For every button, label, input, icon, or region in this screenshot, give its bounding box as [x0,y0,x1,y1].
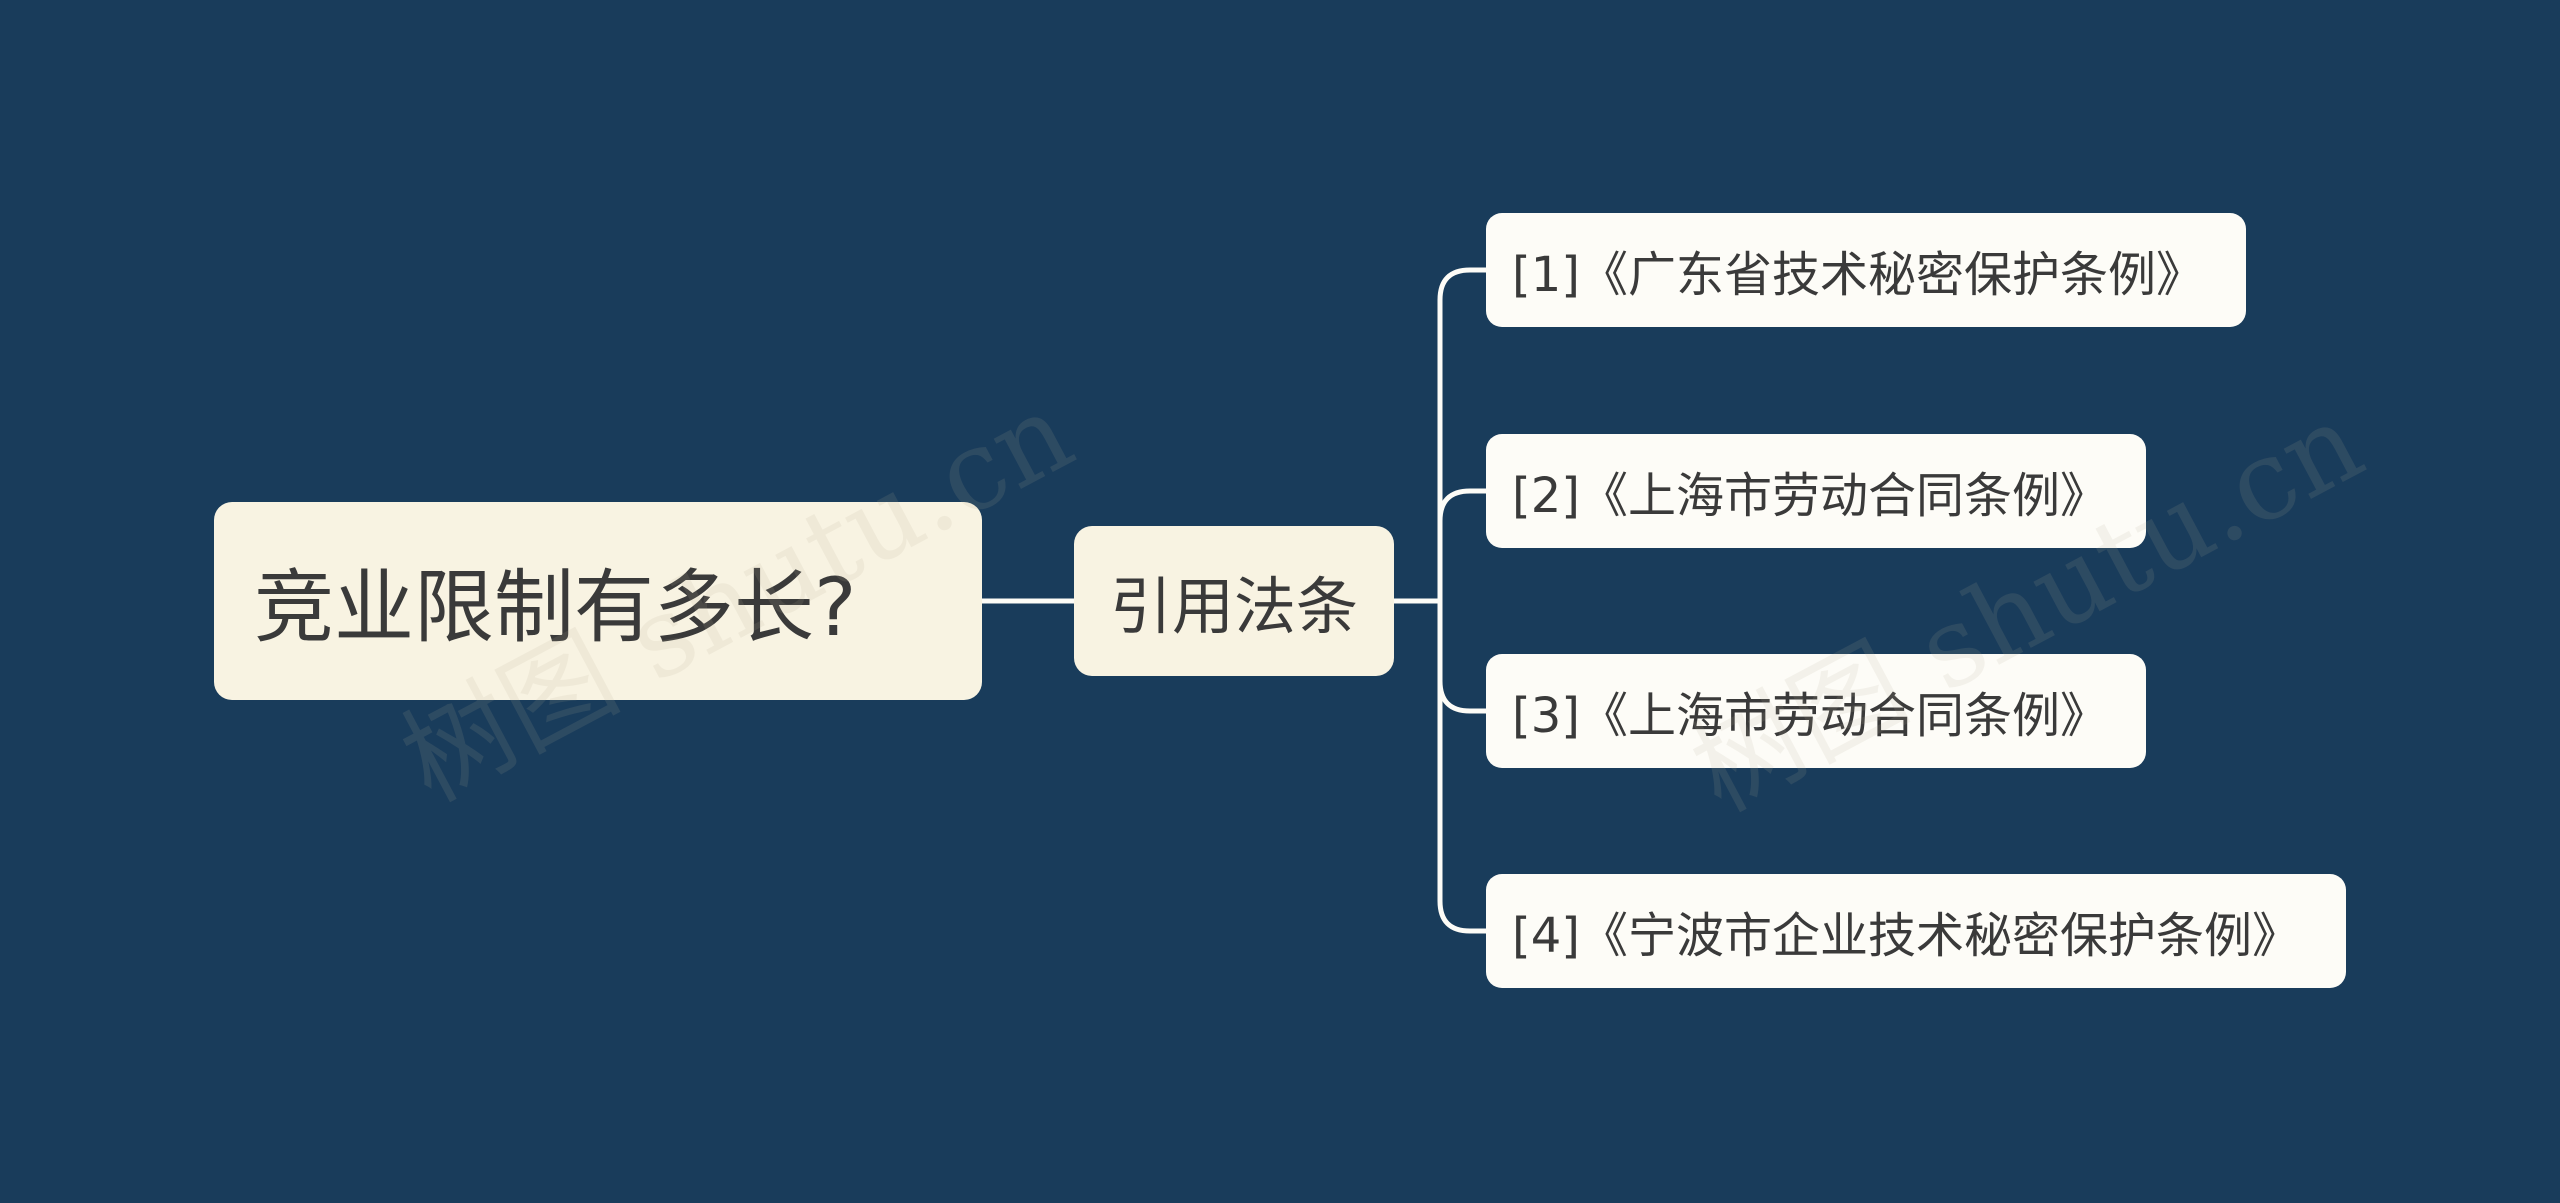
connector-to-leaf-1 [1437,267,1486,601]
leaf-topic[interactable]: [2]《上海市劳动合同条例》 [1486,434,2146,548]
leaf-topic[interactable]: [4]《宁波市企业技术秘密保护条例》 [1486,874,2346,988]
connector-to-leaf-2 [1437,488,1486,601]
leaf-topic-label: [4]《宁波市企业技术秘密保护条例》 [1512,908,2300,964]
leaf-topic[interactable]: [3]《上海市劳动合同条例》 [1486,654,2146,768]
root-topic-label: 竞业限制有多长? [254,561,857,654]
branch-topic-label: 引用法条 [1109,570,1358,643]
leaf-topic-label: [1]《广东省技术秘密保护条例》 [1512,247,2204,303]
connector-to-leaf-4 [1437,601,1486,934]
leaf-topic-label: [2]《上海市劳动合同条例》 [1512,468,2108,524]
leaf-topic-label: [3]《上海市劳动合同条例》 [1512,688,2108,744]
branch-topic[interactable]: 引用法条 [1074,526,1394,676]
leaf-topic[interactable]: [1]《广东省技术秘密保护条例》 [1486,213,2246,327]
connector-to-leaf-3 [1437,601,1486,714]
root-topic[interactable]: 竞业限制有多长? [214,502,982,700]
